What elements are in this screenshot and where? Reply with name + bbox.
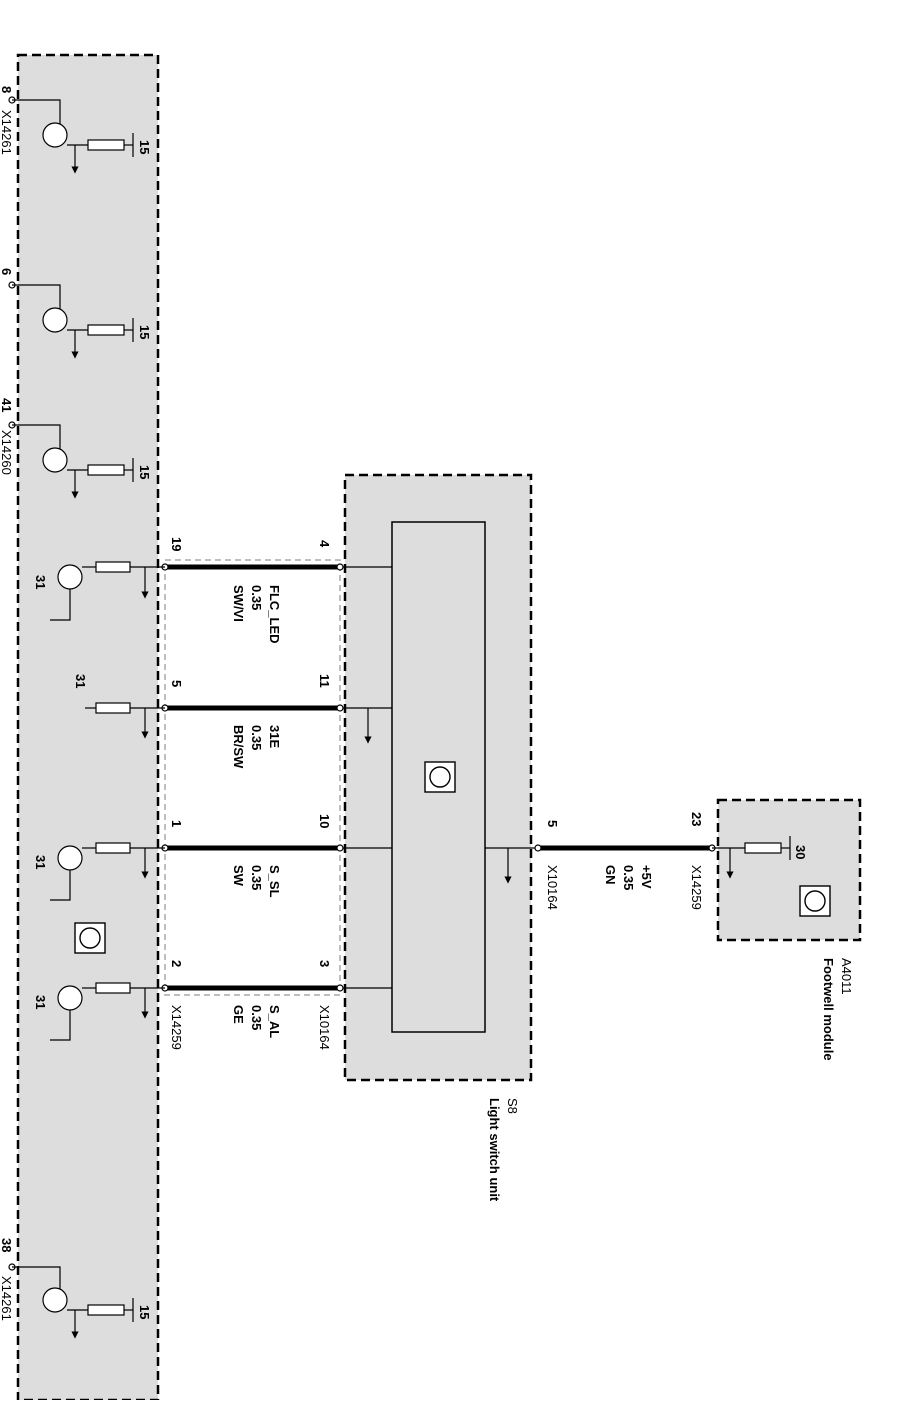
t15-b: 15 bbox=[137, 325, 152, 339]
fpin-23: 23 bbox=[689, 812, 704, 826]
lpin-2: 2 bbox=[169, 960, 184, 967]
switch-name: Light switch unit bbox=[487, 1098, 502, 1202]
ecu-icons bbox=[74, 761, 831, 954]
t30: 30 bbox=[793, 845, 808, 859]
conn-x14261-top: X14261 bbox=[0, 110, 14, 155]
spin-5: 5 bbox=[545, 820, 560, 827]
rpin-3: 3 bbox=[317, 960, 332, 967]
input-circuits-31 bbox=[50, 561, 165, 1041]
rpin-11: 11 bbox=[317, 674, 332, 688]
lpin-19: 19 bbox=[169, 537, 184, 551]
col-flc-led: SW/VI bbox=[231, 585, 246, 622]
gauge-s-sl: 0.35 bbox=[249, 865, 264, 890]
col-supply: GN bbox=[603, 865, 618, 885]
gauge-supply: 0.35 bbox=[621, 865, 636, 890]
sig-s-al: S_AL bbox=[267, 1005, 282, 1038]
gauge-s-al: 0.35 bbox=[249, 1005, 264, 1030]
col-s-al: GE bbox=[231, 1005, 246, 1024]
sig-flc-led: FLC_LED bbox=[267, 585, 282, 644]
conn-x14259-fw: X14259 bbox=[689, 865, 704, 910]
module-labels: S8 Light switch unit A4011 Footwell modu… bbox=[487, 958, 854, 1202]
t31-b: 31 bbox=[73, 674, 88, 688]
switch-id: S8 bbox=[505, 1098, 520, 1114]
conn-x14261-bottom: X14261 bbox=[0, 1276, 14, 1321]
conn-x14259-left: X14259 bbox=[169, 1005, 184, 1050]
t15-a: 15 bbox=[137, 140, 152, 154]
footwell-circuit bbox=[712, 836, 791, 879]
t31-c: 31 bbox=[33, 855, 48, 869]
pin-38: 38 bbox=[0, 1238, 14, 1252]
left-module-box bbox=[16, 53, 160, 1402]
pin-labels: 8 6 41 38 X14261 X14260 X14261 15 15 15 … bbox=[0, 86, 808, 1321]
pin-8: 8 bbox=[0, 86, 14, 93]
sig-supply: +5V bbox=[639, 865, 654, 889]
wire-group bbox=[165, 564, 712, 991]
footwell-name: Footwell module bbox=[821, 958, 836, 1061]
t31-d: 31 bbox=[33, 995, 48, 1009]
rpin-10: 10 bbox=[317, 814, 332, 828]
t31-a: 31 bbox=[33, 575, 48, 589]
lpin-1: 1 bbox=[169, 820, 184, 827]
lpin-5: 5 bbox=[169, 680, 184, 687]
t15-c: 15 bbox=[137, 465, 152, 479]
sig-s-sl: S_SL bbox=[267, 865, 282, 898]
pin-6: 6 bbox=[0, 268, 14, 275]
pin-41: 41 bbox=[0, 398, 14, 412]
gauge-31e: 0.35 bbox=[249, 725, 264, 750]
conn-x10164-b: X10164 bbox=[545, 865, 560, 910]
t15-d: 15 bbox=[137, 1305, 152, 1319]
col-s-sl: SW bbox=[231, 865, 246, 887]
conn-x14260: X14260 bbox=[0, 430, 14, 475]
footwell-id: A4011 bbox=[839, 958, 854, 995]
footwell-box bbox=[716, 798, 862, 942]
gauge-flc-led: 0.35 bbox=[249, 585, 264, 610]
sig-31e: 31E bbox=[267, 725, 282, 748]
harness-outline bbox=[164, 559, 341, 996]
conn-x10164-a: X10164 bbox=[317, 1005, 332, 1050]
driver-circuits-15 bbox=[12, 99, 134, 1339]
rpin-4: 4 bbox=[317, 540, 332, 548]
col-31e: BR/SW bbox=[231, 725, 246, 769]
wire-labels: FLC_LED 0.35 SW/VI 31E 0.35 BR/SW S_SL 0… bbox=[169, 585, 704, 1050]
